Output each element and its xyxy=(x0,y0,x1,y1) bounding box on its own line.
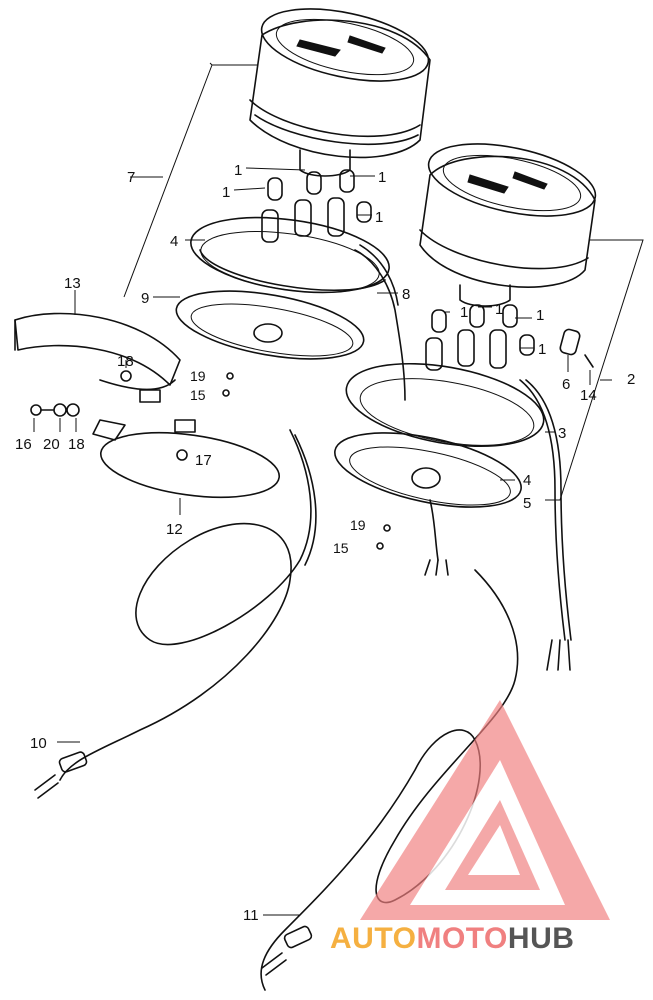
callout-1: 1 xyxy=(222,184,230,201)
right-meter-assembly xyxy=(334,143,597,671)
callout-1: 1 xyxy=(460,304,468,321)
watermark-part-auto: AUTO xyxy=(330,922,416,955)
callout-17: 17 xyxy=(195,452,212,469)
callout-10: 10 xyxy=(30,735,47,752)
callout-4: 4 xyxy=(523,472,531,489)
callout-2: 2 xyxy=(627,371,635,388)
callout-1: 1 xyxy=(234,162,242,179)
callout-14: 14 xyxy=(580,387,597,404)
callout-8: 8 xyxy=(402,286,410,303)
callout-7: 7 xyxy=(127,169,135,186)
callout-11: 11 xyxy=(243,907,259,924)
callout-6: 6 xyxy=(562,376,570,393)
callout-4: 4 xyxy=(170,233,178,250)
callout-16: 16 xyxy=(15,436,32,453)
callout-19: 19 xyxy=(190,368,206,384)
callout-1: 1 xyxy=(538,341,546,358)
callout-15: 15 xyxy=(333,540,349,556)
callout-5: 5 xyxy=(523,495,531,512)
callout-3: 3 xyxy=(558,425,566,442)
watermark-text: AUTOMOTOHUB xyxy=(330,922,574,955)
speedometer-cable xyxy=(59,429,312,781)
callout-20: 20 xyxy=(43,436,60,453)
callout-18: 18 xyxy=(117,353,134,370)
small-hardware xyxy=(30,354,594,550)
callout-13: 13 xyxy=(64,275,81,292)
watermark-part-hub: HUB xyxy=(508,922,575,955)
leader-lines xyxy=(33,167,612,916)
callout-1: 1 xyxy=(378,169,386,186)
callout-15: 15 xyxy=(190,387,206,403)
watermark-logo xyxy=(360,700,610,920)
callout-18: 18 xyxy=(68,436,85,453)
mounting-band xyxy=(14,312,181,403)
callout-19: 19 xyxy=(350,517,366,533)
callout-9: 9 xyxy=(141,290,149,307)
callout-1: 1 xyxy=(495,301,503,318)
lower-band xyxy=(92,419,281,499)
callout-labels: 1 1 1 1 1 1 1 1 2 3 4 4 5 6 7 8 9 10 11 … xyxy=(15,162,635,924)
callout-12: 12 xyxy=(166,521,183,538)
watermark-part-moto: MOTO xyxy=(416,922,507,955)
callout-1: 1 xyxy=(536,307,544,324)
callout-1: 1 xyxy=(375,209,383,226)
left-meter-assembly xyxy=(175,8,431,401)
